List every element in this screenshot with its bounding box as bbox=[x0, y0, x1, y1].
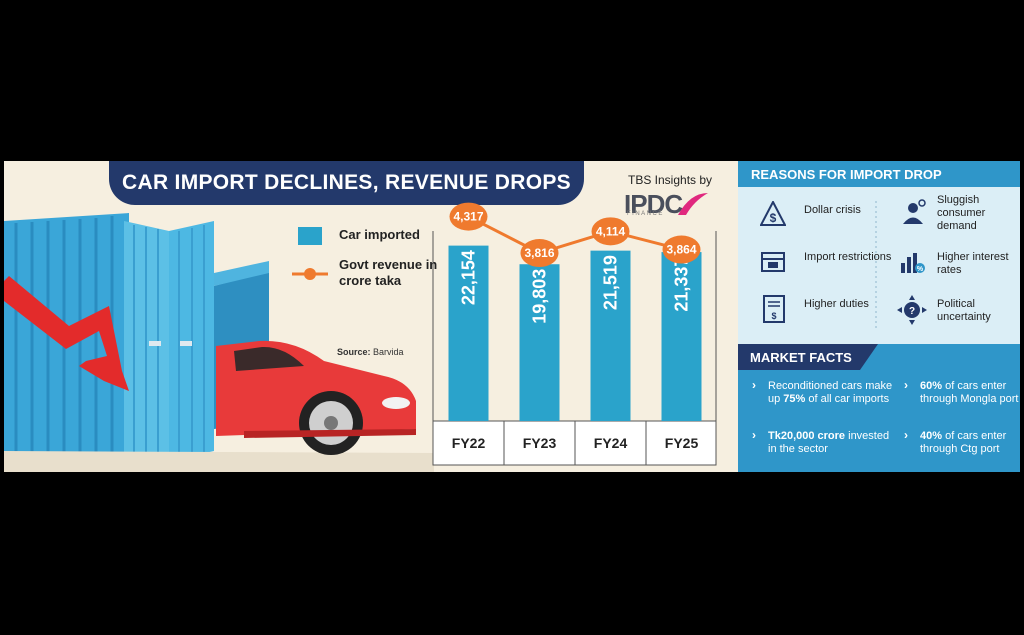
reason-sluggish-demand: Sluggish consumer demand bbox=[937, 194, 986, 232]
reason-political-uncertainty: Political uncertainty bbox=[937, 298, 991, 323]
bar-value-label: 21,337 bbox=[672, 257, 692, 312]
source-label: Source: bbox=[337, 347, 371, 357]
chevron-right-icon: › bbox=[752, 378, 756, 392]
interest-chart-icon: % bbox=[901, 253, 925, 273]
dollar-icon: $ bbox=[760, 201, 786, 226]
right-column: REASONS FOR IMPORT DROP $ Dollar crisis … bbox=[738, 161, 1020, 472]
ipdc-logo: IPDC bbox=[624, 189, 683, 219]
category-label: FY24 bbox=[594, 435, 628, 451]
consumer-icon bbox=[903, 199, 926, 224]
chart-title: CAR IMPORT DECLINES, REVENUE DROPS bbox=[122, 171, 571, 194]
legend-line-label: Govt revenue in crore taka bbox=[339, 257, 438, 288]
revenue-value-label: 4,114 bbox=[596, 224, 626, 238]
source-value: Barvida bbox=[373, 347, 404, 357]
duty-document-icon: $ bbox=[763, 295, 785, 323]
source-note: Source: Barvida bbox=[337, 347, 404, 357]
market-facts-section: MARKET FACTS › Reconditioned cars make u… bbox=[738, 344, 1020, 472]
reason-import-restrictions: Import restrictions bbox=[804, 251, 892, 263]
bar-value-label: 19,803 bbox=[530, 269, 550, 324]
revenue-value-label: 3,816 bbox=[524, 246, 554, 260]
category-label: FY23 bbox=[523, 435, 557, 451]
bar-value-label: 22,154 bbox=[459, 250, 479, 305]
fact-reconditioned: Reconditioned cars make up 75% of all ca… bbox=[768, 380, 893, 405]
ipdc-logo-swoosh bbox=[678, 193, 708, 215]
reasons-title: REASONS FOR IMPORT DROP bbox=[751, 167, 942, 182]
restriction-icon bbox=[761, 252, 785, 272]
revenue-point bbox=[662, 235, 701, 264]
bar-fy23 bbox=[519, 264, 560, 421]
bar-fy24 bbox=[590, 250, 631, 421]
svg-text:%: % bbox=[917, 266, 924, 273]
revenue-point bbox=[520, 239, 559, 268]
chart: 22,154 19,803 21,519 21,337 4,317 3,816 4,114 3… bbox=[432, 202, 717, 466]
bar-fy22 bbox=[448, 245, 489, 421]
fact-ctg: 40% of cars enter through Ctg port bbox=[920, 430, 1007, 455]
credit-line: TBS Insights by bbox=[628, 173, 713, 187]
ipdc-logo-sub: FINANCE bbox=[627, 211, 664, 217]
legend-line-swatch bbox=[292, 268, 328, 280]
revenue-value-label: 4,317 bbox=[453, 210, 483, 224]
fact-mongla: 60% of cars enter through Mongla port bbox=[920, 380, 1019, 405]
reason-higher-duties: Higher duties bbox=[804, 298, 869, 310]
legend-bar-swatch bbox=[298, 227, 322, 245]
market-facts-tab-edge bbox=[860, 344, 878, 370]
svg-text:?: ? bbox=[909, 306, 915, 317]
revenue-point bbox=[449, 202, 488, 231]
reasons-header: REASONS FOR IMPORT DROP bbox=[738, 161, 1020, 187]
uncertainty-icon: ? bbox=[897, 295, 927, 325]
revenue-line bbox=[467, 215, 682, 255]
category-label: FY22 bbox=[452, 435, 486, 451]
chevron-right-icon: › bbox=[904, 428, 908, 442]
svg-text:$: $ bbox=[771, 311, 776, 321]
market-facts-tab: MARKET FACTS bbox=[738, 344, 860, 370]
revenue-point bbox=[591, 217, 630, 246]
bar-value-label: 21,519 bbox=[601, 255, 621, 310]
infographic-panel: CAR IMPORT DECLINES, REVENUE DROPS TBS I… bbox=[4, 161, 1020, 472]
bar-fy25 bbox=[661, 252, 702, 421]
reason-higher-interest: Higher interest rates bbox=[937, 251, 1009, 276]
fact-investment: Tk20,000 crore invested in the sector bbox=[768, 430, 890, 455]
car-container-illustration bbox=[4, 213, 434, 472]
reason-dollar-crisis: Dollar crisis bbox=[804, 204, 861, 216]
category-label: FY25 bbox=[665, 435, 699, 451]
title-banner: CAR IMPORT DECLINES, REVENUE DROPS bbox=[109, 161, 584, 205]
revenue-value-label: 3,864 bbox=[666, 243, 696, 257]
legend-bar-label: Car imported bbox=[339, 227, 420, 242]
chevron-right-icon: › bbox=[752, 428, 756, 442]
svg-text:$: $ bbox=[770, 211, 777, 225]
reasons-divider bbox=[875, 201, 877, 331]
chevron-right-icon: › bbox=[904, 378, 908, 392]
market-facts-title: MARKET FACTS bbox=[750, 350, 852, 365]
